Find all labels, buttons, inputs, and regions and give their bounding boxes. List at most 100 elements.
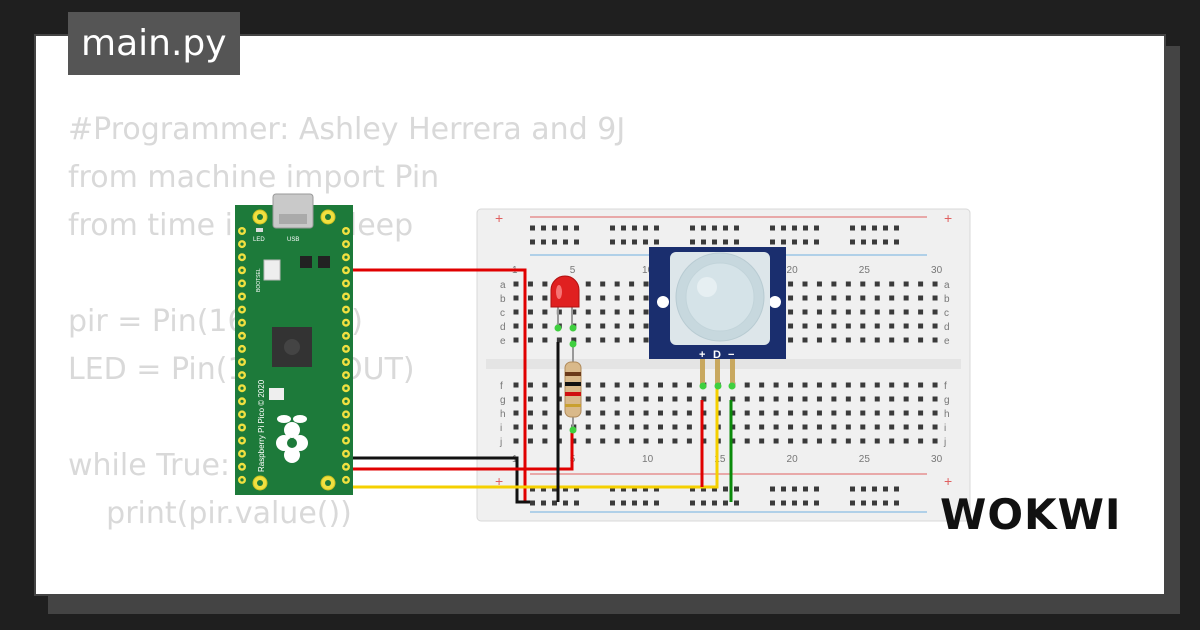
red-led[interactable] [550,275,580,332]
bb-hole [513,323,519,329]
bb-hole [686,396,692,402]
bb-hole [831,382,837,388]
code-line: #Programmer: Ashley Herrera and 9J [68,112,626,147]
rail-hole [563,239,568,245]
bb-hole [903,337,909,343]
bb-hole [643,337,649,343]
bb-hole [730,410,736,416]
rail-hole [781,486,786,492]
bb-hole [672,382,678,388]
bb-hole [773,438,779,444]
bb-hole [527,337,533,343]
bb-hole [831,323,837,329]
bb-hole [903,281,909,287]
rail-hole [861,486,866,492]
bb-hole [816,438,822,444]
bb-hole [845,295,851,301]
code-line: from machine import Pin [68,160,440,195]
bb-hole [932,396,938,402]
bb-row-letter: j [943,437,946,448]
bb-row-letter: e [500,336,506,347]
raspberry-pi-pico[interactable]: LED USB BOOTSEL Raspberry Pi Pico © 2020 [235,193,353,495]
bb-hole [903,438,909,444]
bb-hole [600,337,606,343]
bb-hole [874,337,880,343]
bb-hole [802,424,808,430]
bb-row-letter: b [500,294,506,305]
bb-hole [643,410,649,416]
bb-col-number: 20 [787,454,799,465]
bb-hole [600,281,606,287]
bb-hole [860,424,866,430]
bb-hole [629,281,635,287]
rail-hole [872,486,877,492]
rail-hole [861,225,866,231]
rail-hole [883,486,888,492]
bb-hole [788,438,794,444]
bb-hole [527,281,533,287]
rail-hole [792,500,797,506]
pir-pin-d: D [713,349,721,361]
rail-hole [803,239,808,245]
bb-hole [932,382,938,388]
bb-row-letter: d [944,322,950,333]
bb-hole [889,424,895,430]
wire-red-vbus [345,432,574,471]
bb-row-letter: d [500,322,506,333]
bb-hole [614,438,620,444]
rail-hole [894,500,899,506]
bb-hole [643,309,649,315]
rail-hole [781,225,786,231]
bb-hole [802,337,808,343]
bb-hole [831,295,837,301]
rail-hole [563,225,568,231]
pico-led-label: LED [253,237,265,243]
file-tab[interactable]: main.py [68,12,240,75]
pir-sensor[interactable]: + D − [649,247,786,390]
resistor[interactable] [564,340,582,434]
bb-hole [759,438,765,444]
bb-row-letter: c [944,308,949,319]
bb-hole [585,337,591,343]
bb-hole [527,295,533,301]
bb-hole [845,337,851,343]
bb-hole [831,438,837,444]
rail-hole [541,486,546,492]
bb-hole [658,424,663,430]
rail-hole [643,239,648,245]
bb-hole [701,438,707,444]
bb-col-number: 15 [714,454,726,465]
bb-hole [542,438,548,444]
bb-hole [802,438,808,444]
bb-hole [614,309,620,315]
bb-hole [643,295,649,301]
rail-hole [850,500,855,506]
bb-hole [932,424,938,430]
project-card: #Programmer: Ashley Herrera and 9J from m… [34,34,1166,596]
bb-hole [816,295,822,301]
bb-hole [759,424,765,430]
bb-hole [903,323,909,329]
rail-hole [701,225,706,231]
rail-hole [712,486,717,492]
bb-hole [903,382,909,388]
rail-hole [712,239,717,245]
bb-hole [629,424,635,430]
bb-hole [903,424,909,430]
rail-hole [850,486,855,492]
bb-hole [527,424,533,430]
bb-hole [686,438,692,444]
rail-hole [541,225,546,231]
bb-hole [542,337,548,343]
bb-col-number: 10 [642,265,654,276]
rail-hole [803,500,808,506]
bb-hole [845,438,851,444]
rail-hole [574,225,579,231]
bb-hole [788,281,794,287]
rail-hole [541,500,546,506]
rail-hole [643,500,648,506]
pico-pin-headers [238,227,350,484]
bb-hole [629,323,635,329]
bb-hole [802,396,808,402]
wires [345,268,733,504]
